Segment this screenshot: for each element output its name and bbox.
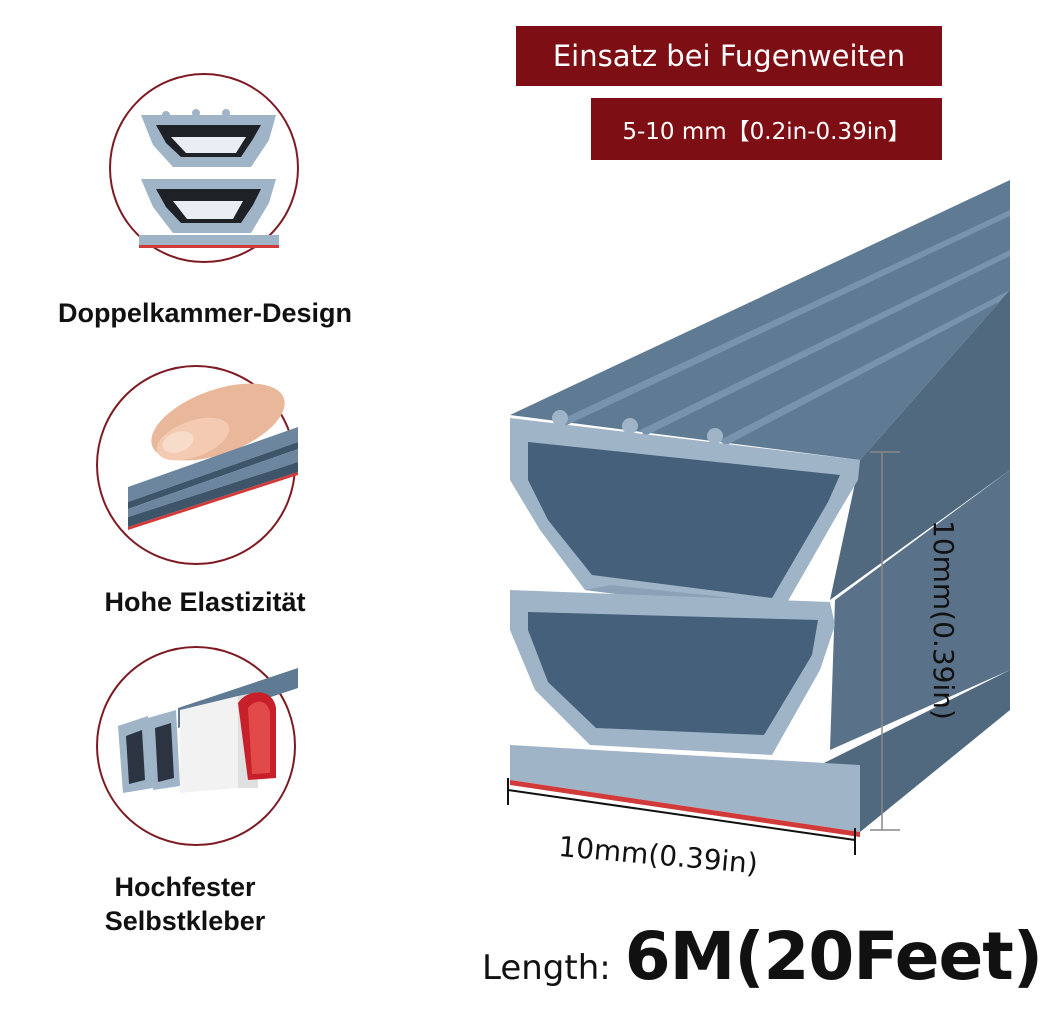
- double-chamber-profile-icon: [139, 109, 279, 248]
- feature-label-elasticity: Hohe Elastizität: [104, 587, 306, 617]
- seal-strip-profile-illustration: [507, 180, 1010, 855]
- profile-side-upper: [830, 290, 1010, 600]
- feature-label-adhesive-line1: Hochfester: [114, 872, 256, 902]
- feature-circle-double-chamber: [109, 73, 299, 263]
- feature-label-double-chamber: Doppelkammer-Design: [57, 298, 353, 328]
- banner-range: 5-10 mm【0.2in-0.39in】: [622, 119, 911, 145]
- adhesive-strip: [510, 780, 860, 837]
- length-info: Length: 6M(20Feet): [482, 918, 1042, 998]
- banner-title: Einsatz bei Fugenweiten: [552, 39, 906, 73]
- height-dimension-label: 10mm(0.39in): [927, 520, 960, 720]
- joint-width-banner: Einsatz bei Fugenweiten: [516, 26, 942, 86]
- feature-circle-adhesive: [96, 646, 298, 846]
- profile-side-lower: [830, 470, 1010, 750]
- feature-circle-elasticity: [96, 365, 298, 565]
- profile-base-flange: [510, 745, 860, 832]
- feature-label-adhesive-line2: Selbstkleber: [104, 906, 266, 936]
- length-value: 6M(20Feet): [624, 918, 1042, 995]
- profile-base-side: [820, 670, 1010, 832]
- adhesive-tape-icon: [118, 668, 298, 793]
- joint-range-banner: 5-10 mm【0.2in-0.39in】: [591, 98, 942, 160]
- finger-press-icon: [128, 383, 298, 530]
- length-label: Length:: [482, 948, 611, 988]
- feature-label-adhesive: Hochfester Selbstkleber: [60, 870, 310, 938]
